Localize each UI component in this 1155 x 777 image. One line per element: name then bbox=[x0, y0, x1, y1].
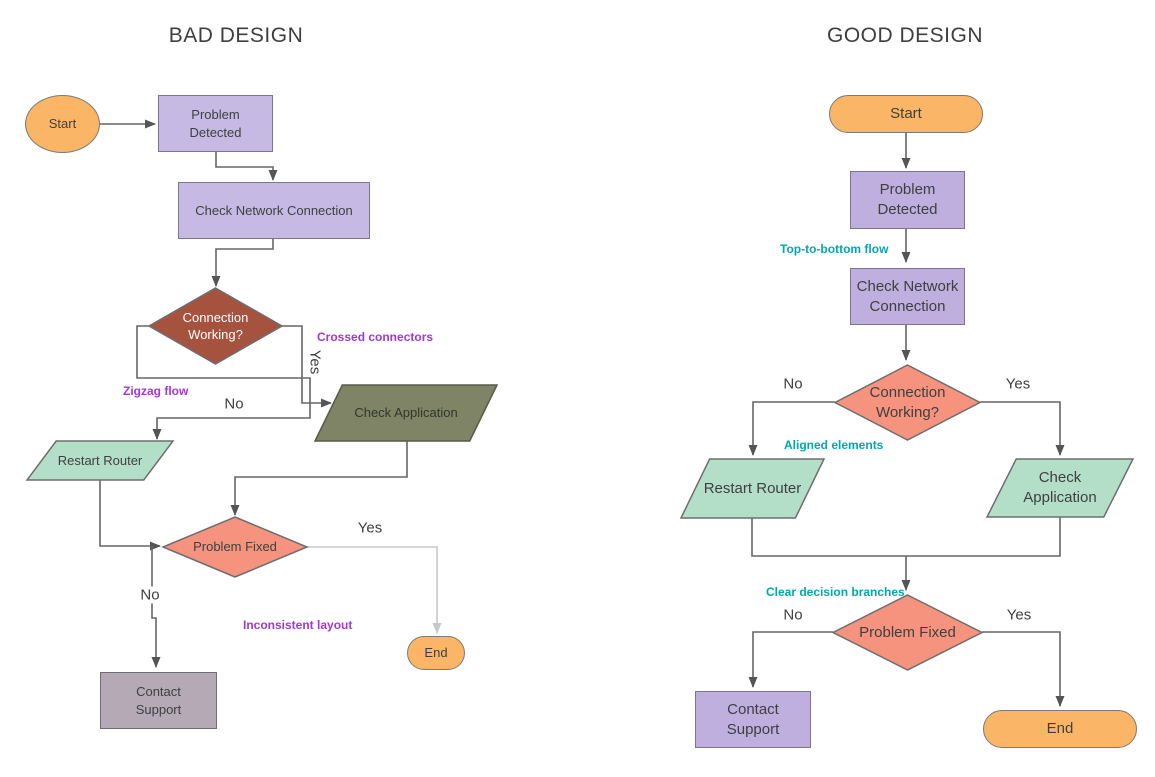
good-node-problem-fixed-label: Problem Fixed bbox=[859, 623, 956, 641]
good-edge-label-fixed-no: No bbox=[783, 606, 803, 624]
bad-edge-label-connection-no: No bbox=[224, 395, 244, 413]
good-node-check-network-label: Check Network Connection bbox=[856, 277, 959, 315]
good-node-problem-fixed: Problem Fixed bbox=[833, 595, 982, 670]
bad-edge-check-application-to-problem-fixed bbox=[230, 441, 408, 516]
bad-node-check-application-label: Check Application bbox=[354, 405, 458, 421]
parallelogram-shape bbox=[681, 459, 824, 518]
good-edge-yes-to-check-application bbox=[980, 401, 1065, 456]
bad-node-contact-support-label: Contact Support bbox=[135, 684, 182, 717]
good-edge-label-connection-no: No bbox=[783, 375, 803, 393]
good-node-contact-support: Contact Support bbox=[695, 691, 811, 748]
bad-edge-label-fixed-no: No bbox=[137, 586, 163, 604]
good-annotation-top-to-bottom-flow: Top-to-bottom flow bbox=[780, 242, 889, 256]
good-node-end: End bbox=[983, 710, 1137, 748]
good-node-check-application-label: Check Application bbox=[1023, 469, 1097, 506]
parallelogram-shape bbox=[315, 385, 497, 441]
bad-node-problem-fixed: Problem Fixed bbox=[163, 517, 307, 577]
bad-node-problem-detected-label: Problem Detected bbox=[189, 107, 242, 140]
good-edge-label-fixed-yes: Yes bbox=[1006, 606, 1032, 624]
good-edge-yes-to-end bbox=[982, 631, 1065, 707]
good-node-contact-support-label: Contact Support bbox=[726, 700, 780, 738]
good-annotation-aligned-elements: Aligned elements bbox=[784, 438, 884, 452]
good-node-connection-working-label: Connection Working? bbox=[869, 383, 946, 421]
good-node-restart-router-label: Restart Router bbox=[703, 479, 802, 497]
bad-node-connection-working: Connection Working? bbox=[149, 288, 282, 364]
good-node-connection-working: Connection Working? bbox=[835, 365, 980, 440]
bad-node-contact-support: Contact Support bbox=[100, 672, 217, 729]
bad-node-connection-working-label: Connection Working? bbox=[182, 309, 249, 342]
bad-edge-check-network-to-connection-working bbox=[211, 239, 274, 287]
good-node-restart-router: Restart Router bbox=[681, 459, 824, 518]
good-node-end-label: End bbox=[1046, 720, 1074, 738]
good-node-check-application: Check Application bbox=[987, 459, 1133, 517]
good-design-title: GOOD DESIGN bbox=[826, 24, 984, 47]
bad-node-problem-fixed-label: Problem Fixed bbox=[193, 539, 277, 555]
good-node-start: Start bbox=[829, 95, 983, 133]
bad-node-start-label: Start bbox=[48, 116, 77, 132]
bad-node-end: End bbox=[407, 636, 465, 670]
diamond-shape bbox=[833, 595, 982, 670]
bad-edge-restart-router-to-problem-fixed bbox=[99, 480, 161, 551]
good-edge-restart-router-join bbox=[751, 518, 906, 557]
good-node-start-label: Start bbox=[890, 105, 922, 123]
parallelogram-shape bbox=[987, 459, 1133, 517]
bad-edge-label-fixed-yes: Yes bbox=[357, 519, 383, 537]
bad-node-check-application: Check Application bbox=[315, 385, 497, 441]
diamond-shape bbox=[149, 288, 282, 364]
good-edge-check-application-join bbox=[906, 517, 1061, 557]
bad-design-title: BAD DESIGN bbox=[168, 24, 304, 47]
bad-edge-problem-detected-to-check-network bbox=[215, 152, 278, 181]
good-annotation-clear-decision-branches: Clear decision branches bbox=[766, 585, 905, 599]
bad-node-restart-router-label: Restart Router bbox=[57, 452, 143, 468]
diamond-shape bbox=[835, 365, 980, 440]
bad-node-end-label: End bbox=[424, 645, 448, 661]
good-node-problem-detected: Problem Detected bbox=[850, 171, 965, 229]
bad-node-check-network: Check Network Connection bbox=[178, 182, 370, 239]
bad-annotation-crossed-connectors: Crossed connectors bbox=[317, 330, 434, 344]
good-node-check-network: Check Network Connection bbox=[850, 268, 965, 325]
diamond-shape bbox=[163, 517, 307, 577]
good-node-problem-detected-label: Problem Detected bbox=[877, 181, 938, 218]
bad-annotation-zigzag-flow: Zigzag flow bbox=[123, 384, 189, 398]
bad-node-problem-detected: Problem Detected bbox=[158, 95, 273, 152]
bad-node-check-network-label: Check Network Connection bbox=[195, 202, 353, 218]
bad-annotation-inconsistent-layout: Inconsistent layout bbox=[243, 618, 353, 632]
bad-edge-no-to-contact-support bbox=[151, 546, 161, 668]
bad-edge-label-connection-yes: Yes bbox=[306, 349, 324, 375]
bad-node-restart-router: Restart Router bbox=[27, 441, 173, 480]
parallelogram-shape bbox=[27, 441, 173, 480]
bad-node-start: Start bbox=[25, 95, 100, 153]
good-edge-no-to-contact-support bbox=[748, 631, 833, 688]
good-edge-label-connection-yes: Yes bbox=[1005, 375, 1031, 393]
